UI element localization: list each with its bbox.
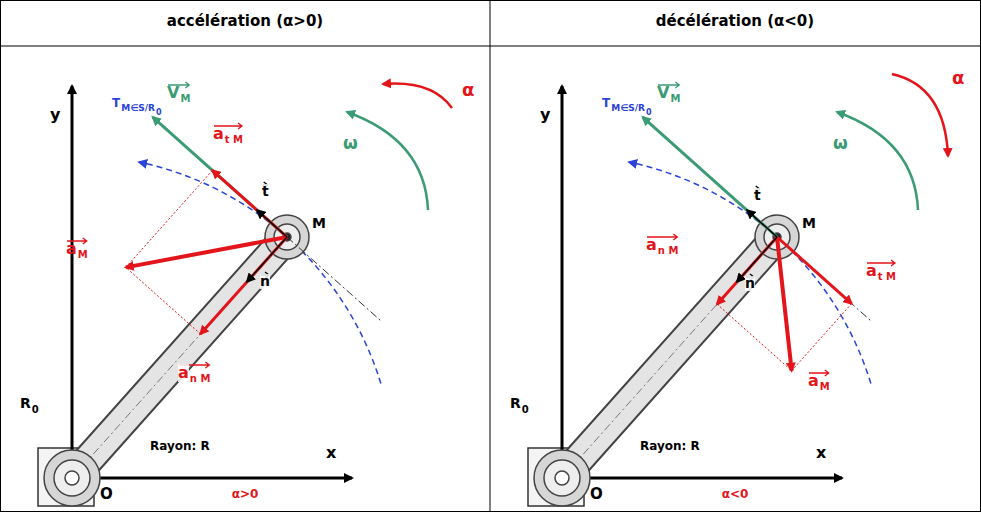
vector-label: V (657, 84, 669, 102)
axis-label: y (50, 106, 60, 124)
total-acceleration (126, 237, 287, 267)
table-rule (490, 0, 491, 512)
angular-acceleration-arrow (892, 74, 948, 156)
subscript: M (670, 93, 680, 104)
case-label: α<0 (722, 488, 749, 501)
frame-label: R (20, 396, 31, 411)
pivot-joint (544, 460, 580, 496)
column-header: décélération (α<0) (656, 13, 814, 30)
pivot-joint (534, 450, 590, 506)
point-label: O (590, 486, 603, 503)
subscript: 0 (646, 109, 652, 118)
subscript: t M (878, 271, 896, 282)
axis-label: x (326, 444, 336, 462)
subscript: M∈S/R (611, 104, 645, 114)
pivot-joint (555, 471, 569, 485)
x-axis (562, 477, 842, 480)
unit-vector-label: t (262, 184, 269, 199)
subscript: n M (658, 245, 679, 256)
column-header: accélération (α>0) (167, 13, 323, 30)
vector-label: a (866, 262, 877, 280)
pivot-joint (44, 450, 100, 506)
unit-vector-label: t (754, 188, 761, 203)
angular-acceleration-label: α (462, 80, 474, 100)
axis-label: y (540, 106, 550, 124)
point-label: M (312, 216, 326, 231)
normal-unit-vector (737, 237, 777, 282)
frame-label: R (510, 396, 521, 411)
normal-acceleration (717, 237, 777, 304)
axis-label: x (816, 444, 826, 462)
tangential-acceleration (212, 170, 287, 237)
construction-line (126, 267, 201, 334)
radius-label: Rayon: R (640, 440, 700, 453)
pivot-joint (65, 471, 79, 485)
y-axis (561, 86, 564, 478)
vector-label: a (808, 372, 819, 390)
y-axis (71, 86, 74, 478)
trajectory-label: T (112, 97, 120, 110)
tangent-unit-vector (747, 210, 777, 237)
subscript: n M (190, 373, 211, 384)
radius-label: Rayon: R (150, 440, 210, 453)
arm (562, 237, 777, 478)
angular-velocity-arrow (837, 112, 918, 210)
pivot-joint (54, 460, 90, 496)
arm-centerline (562, 237, 777, 478)
case-label: α>0 (232, 488, 259, 501)
arm-outline (562, 237, 777, 478)
angular-acceleration-arrow (383, 84, 452, 109)
subscript: 0 (32, 404, 39, 415)
x-axis (72, 477, 352, 480)
subscript: t M (225, 134, 243, 145)
tangent-line (287, 237, 380, 320)
arm-outline (72, 237, 287, 478)
total-acceleration (777, 237, 792, 371)
subscript: M (78, 249, 88, 260)
arm-centerline (72, 237, 287, 478)
vector-label: V (167, 84, 179, 102)
velocity-vector (153, 117, 287, 237)
construction-line (792, 304, 852, 371)
unit-vector-label: n (745, 276, 755, 291)
subscript: M∈S/R (121, 104, 155, 114)
angular-acceleration-label: α (952, 68, 964, 88)
vector-label: a (213, 125, 224, 143)
angular-velocity-label: ω (833, 134, 848, 153)
subscript: 0 (156, 109, 162, 118)
vector-label: a (646, 236, 657, 254)
vector-label: a (66, 240, 77, 258)
velocity-vector (643, 117, 777, 237)
point-label: O (100, 486, 113, 503)
subscript: M (180, 93, 190, 104)
arm (72, 237, 287, 478)
angular-velocity-label: ω (343, 134, 358, 153)
trajectory-label: T (602, 97, 610, 110)
vector-label: a (178, 364, 189, 382)
tangential-acceleration (777, 237, 852, 304)
point-label: M (802, 216, 816, 231)
tangent-line (777, 237, 870, 320)
construction-line (717, 304, 792, 371)
angular-velocity-arrow (347, 112, 428, 210)
tangent-unit-vector (257, 210, 287, 237)
subscript: M (820, 381, 830, 392)
subscript: 0 (522, 404, 529, 415)
unit-vector-label: n (260, 274, 270, 289)
